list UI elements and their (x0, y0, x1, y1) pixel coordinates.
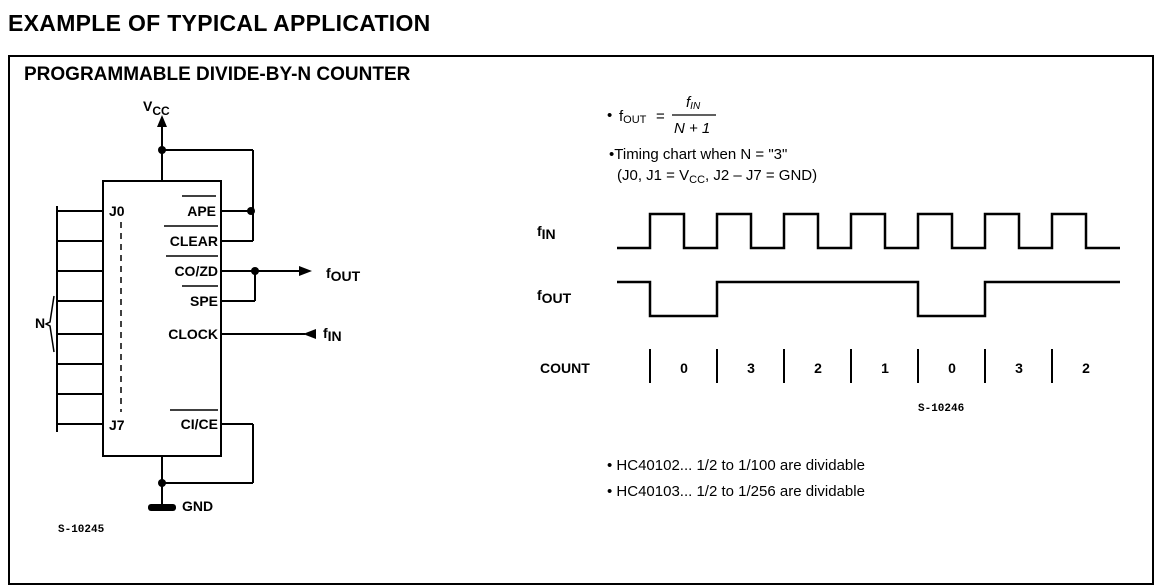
note-item: • HC40102... 1/2 to 1/100 are dividable (607, 457, 865, 474)
svg-text:fIN: fIN (686, 94, 701, 112)
ground-icon (148, 504, 176, 511)
gnd-label: GND (182, 498, 213, 514)
vcc-label: VCC (143, 98, 170, 118)
pin-clock: CLOCK (168, 326, 218, 342)
timing-figure-id: S-10246 (918, 403, 964, 415)
n-label: N (35, 315, 45, 331)
timing-fin-label: fIN (537, 223, 556, 242)
pin-co-zd: CO/ZD (174, 263, 218, 279)
count-label: COUNT (540, 360, 590, 376)
schematic-fin-label: fIN (323, 325, 342, 344)
vcc-arrow-icon (157, 115, 167, 127)
schematic-marks (148, 115, 316, 511)
svg-text:=: = (656, 108, 665, 125)
note-item: • HC40103... 1/2 to 1/256 are dividable (607, 483, 865, 500)
count-value: 0 (680, 360, 688, 376)
fin-waveform (617, 212, 1120, 250)
count-value: 0 (948, 360, 956, 376)
schematic-figure-id: S-10245 (58, 524, 105, 536)
count-value: 2 (814, 360, 822, 376)
schematic-wires (44, 125, 305, 505)
pin-ape: APE (187, 203, 216, 219)
svg-text:•: • (607, 107, 612, 124)
count-values: 0 3 2 1 0 3 2 (680, 360, 1090, 376)
timing-fout-label: fOUT (537, 287, 572, 306)
timing-condition: (J0, J1 = VCC, J2 – J7 = GND) (617, 167, 817, 186)
figure-subheading: PROGRAMMABLE DIVIDE-BY-N COUNTER (24, 64, 411, 85)
circuit-and-timing-diagram: VCC N J0 J7 APE CLEAR CO/ZD SPE CLOCK CI… (35, 94, 1120, 536)
count-value: 1 (881, 360, 889, 376)
schematic-fout-label: fOUT (326, 265, 361, 284)
svg-text:fOUT: fOUT (619, 108, 647, 126)
fout-waveform (617, 280, 1120, 318)
timing-title: •Timing chart when N = "3" (609, 146, 787, 163)
j0-label: J0 (109, 203, 125, 219)
pin-clear: CLEAR (170, 233, 218, 249)
count-dividers (649, 349, 1053, 383)
svg-text:N + 1: N + 1 (674, 120, 710, 137)
j7-label: J7 (109, 417, 125, 433)
formula: • fOUT = fIN N + 1 (607, 94, 716, 137)
fin-arrow-icon (303, 329, 316, 339)
fout-arrow-icon (299, 266, 312, 276)
count-value: 2 (1082, 360, 1090, 376)
pin-spe: SPE (190, 293, 218, 309)
pin-ci-ce: CI/CE (181, 416, 218, 432)
count-value: 3 (1015, 360, 1023, 376)
count-value: 3 (747, 360, 755, 376)
page-heading: EXAMPLE OF TYPICAL APPLICATION (8, 10, 431, 36)
